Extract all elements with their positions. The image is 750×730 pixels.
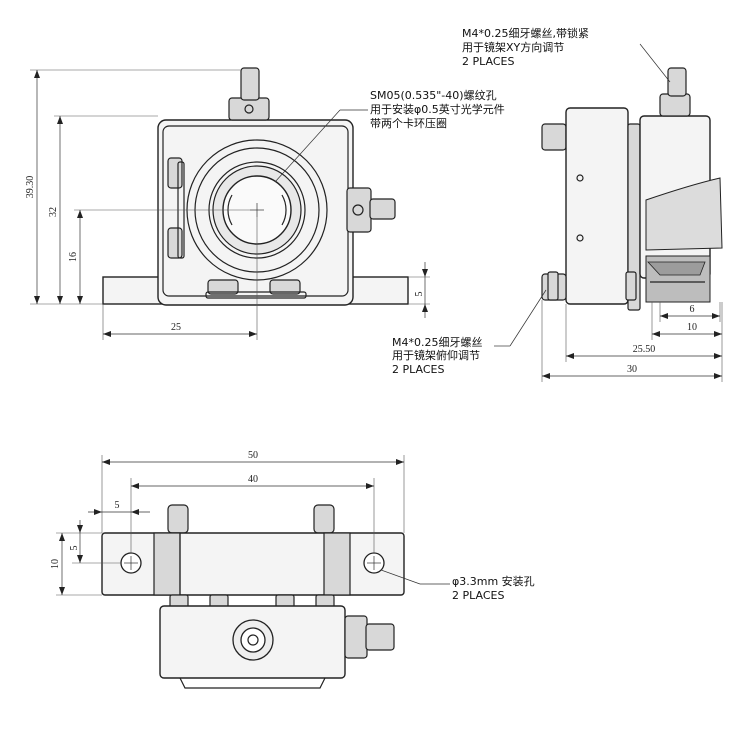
callout-pitch-line2: 用于镜架俯仰调节 [392, 348, 480, 362]
bottom-spring-right [269, 279, 301, 295]
callout-thread-line1: SM05(0.535"-40)螺纹孔 [370, 88, 497, 102]
dim-5-front: 5 [414, 292, 425, 297]
callout-thread-line2: 用于安装φ0.5英寸光学元件 [370, 102, 505, 116]
bottom-plate [101, 532, 405, 596]
side-base-block [565, 107, 629, 305]
callout-mount-line1: φ3.3mm 安装孔 [452, 574, 535, 588]
dim-50: 50 [248, 450, 258, 461]
right-screw-block [346, 187, 372, 233]
callout-thread-line3: 带两个卡环压圈 [370, 117, 447, 130]
top-screw-shaft [240, 67, 260, 101]
left-spring-lower [167, 227, 183, 259]
dim-10-bottom: 10 [50, 559, 61, 569]
side-view: 6 10 25.50 30 M4*0.25细牙螺丝,带锁紧 用于镜架XY方向调节… [392, 26, 723, 382]
dim-10-side: 10 [687, 322, 697, 333]
dim-5-bottom-v: 5 [69, 546, 80, 551]
dim-39-30: 39.30 [25, 176, 36, 199]
front-view: 39.30 32 16 25 5 SM05(0.535"-40)螺纹孔 用于安装… [25, 67, 505, 340]
dim-40: 40 [248, 474, 258, 485]
callout-pitch-line1: M4*0.25细牙螺丝 [392, 336, 482, 349]
dim-25: 25 [171, 322, 181, 333]
bottom-view: 50 40 5 10 5 φ3.3mm 安装孔 2 PLACES [50, 450, 535, 689]
bottom-spring-left [207, 279, 239, 295]
callout-xy-line1: M4*0.25细牙螺丝,带锁紧 [462, 26, 589, 40]
dim-25-50: 25.50 [633, 344, 656, 355]
top-screw-head [228, 97, 270, 121]
dim-30: 30 [627, 364, 637, 375]
dim-6: 6 [690, 304, 695, 315]
callout-xy-line3: 2 PLACES [462, 55, 514, 68]
callout-mount-line2: 2 PLACES [452, 589, 504, 602]
callout-xy-line2: 用于镜架XY方向调节 [462, 40, 564, 54]
dim-32: 32 [48, 207, 59, 217]
callout-pitch-line3: 2 PLACES [392, 363, 444, 376]
dim-5-bottom-h: 5 [115, 500, 120, 511]
dim-16: 16 [68, 252, 79, 262]
right-screw-shaft [369, 198, 396, 220]
